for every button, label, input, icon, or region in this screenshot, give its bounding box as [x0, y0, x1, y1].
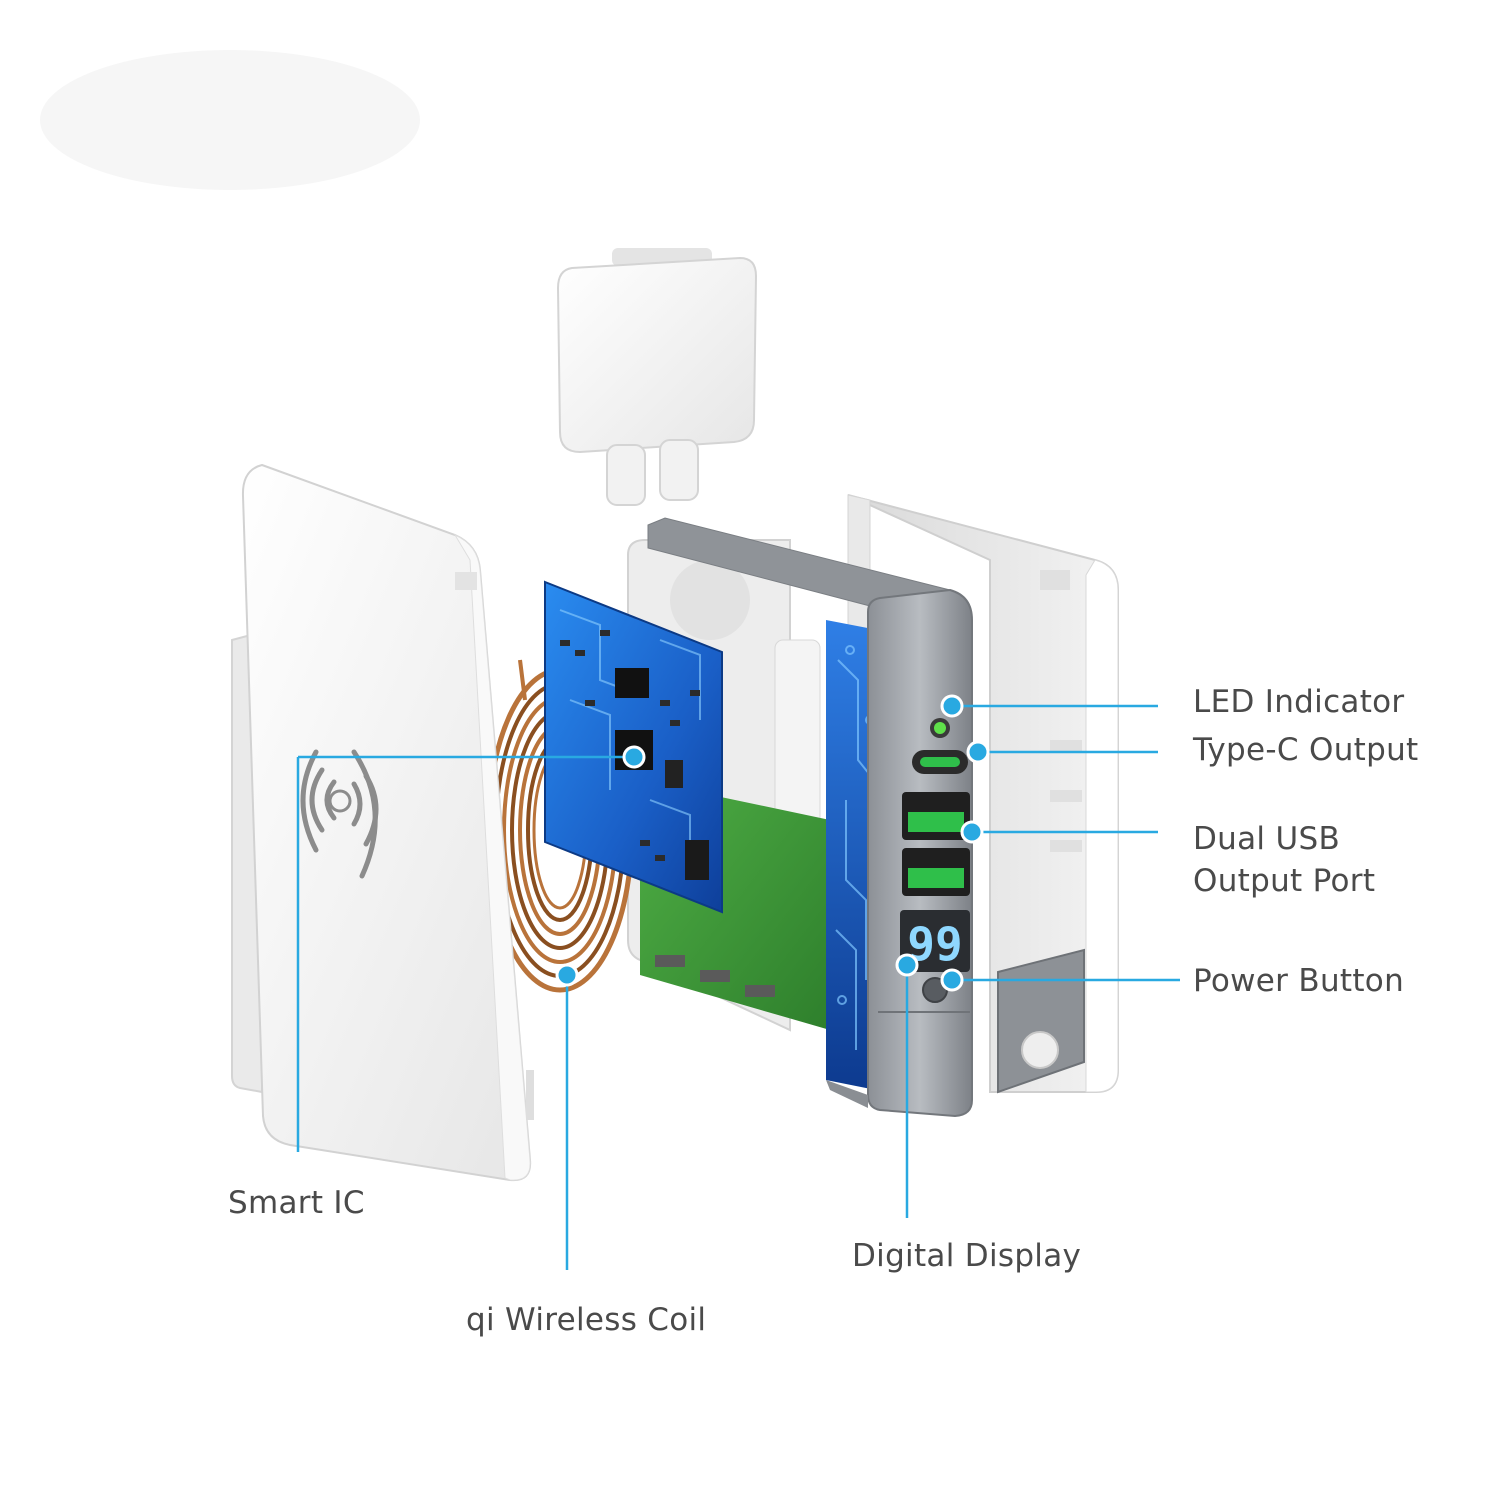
watermark-smudge: [40, 50, 420, 190]
side-switch-plate: [997, 948, 1085, 1094]
callout-dots: [555, 694, 990, 992]
led-indicator-icon: [930, 718, 950, 738]
ac-plug: [556, 248, 758, 506]
type-c-port-icon: [912, 750, 968, 774]
usb-port-icon: [902, 792, 970, 840]
label-smart-ic: Smart IC: [228, 1185, 365, 1221]
callout-lines: [296, 704, 1180, 1270]
wireless-front-shell: [231, 463, 534, 1182]
label-power-button: Power Button: [1193, 963, 1405, 999]
usb-port-icon: [902, 848, 970, 896]
label-led-indicator: LED Indicator: [1193, 684, 1405, 720]
qi-wireless-icon: [300, 749, 379, 879]
label-type-c-output: Type-C Output: [1193, 732, 1419, 768]
label-dual-usb-line1: Dual USB: [1193, 821, 1341, 857]
label-digital-display: Digital Display: [852, 1238, 1082, 1274]
label-dual-usb-line2: Output Port: [1193, 863, 1376, 899]
label-qi-wireless-coil: qi Wireless Coil: [466, 1302, 707, 1338]
